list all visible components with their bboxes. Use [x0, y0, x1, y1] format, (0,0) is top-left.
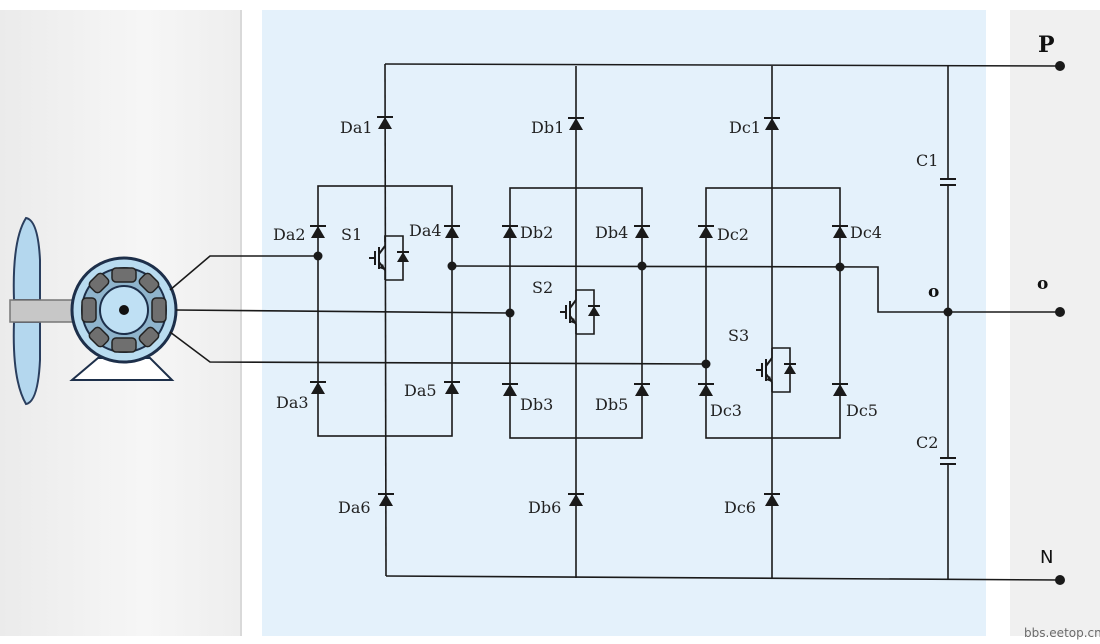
diode-da1-label: Da1	[340, 118, 373, 137]
terminal-p-label: P	[1038, 32, 1055, 58]
switch-s1-label: S1	[341, 225, 362, 244]
diode-db5-label: Db5	[595, 395, 628, 414]
diode-da4-label: Da4	[409, 221, 442, 240]
circuit-wires	[169, 63, 1061, 581]
switch-s3-icon	[755, 347, 797, 393]
diode-dc1-label: Dc1	[729, 118, 761, 137]
diode-dc3-label: Dc3	[710, 401, 742, 420]
terminal-n-label: N	[1040, 547, 1053, 568]
diode-db4-label: Db4	[595, 223, 628, 242]
node-o-label: o	[928, 282, 939, 302]
diode-dc2-label: Dc2	[717, 225, 749, 244]
switch-s1-icon	[368, 235, 410, 281]
diode-da6-label: Da6	[338, 498, 371, 517]
diode-da2-label: Da2	[273, 225, 306, 244]
diode-da5-label: Da5	[404, 381, 437, 400]
diode-db1-label: Db1	[531, 118, 564, 137]
terminal-panel	[1010, 10, 1100, 636]
switch-s2-icon	[559, 289, 601, 335]
diode-db2-label: Db2	[520, 223, 553, 242]
diode-dc5-label: Dc5	[846, 401, 878, 420]
diode-db6-label: Db6	[528, 498, 561, 517]
converter-panel	[262, 10, 986, 636]
diode-da3-label: Da3	[276, 393, 309, 412]
wind-turbine-generator-icon	[9, 216, 178, 406]
capacitor-c1-label: C1	[916, 151, 938, 170]
watermark-text: bbs.eetop.cn	[1024, 626, 1100, 640]
junction-dots	[313, 61, 1065, 585]
terminal-o-label: o	[1037, 274, 1048, 294]
capacitor-c2-label: C2	[916, 433, 938, 452]
switch-s3-label: S3	[728, 326, 749, 345]
switch-s2-label: S2	[532, 278, 553, 297]
diode-db3-label: Db3	[520, 395, 553, 414]
diode-dc4-label: Dc4	[850, 223, 882, 242]
diode-dc6-label: Dc6	[724, 498, 756, 517]
